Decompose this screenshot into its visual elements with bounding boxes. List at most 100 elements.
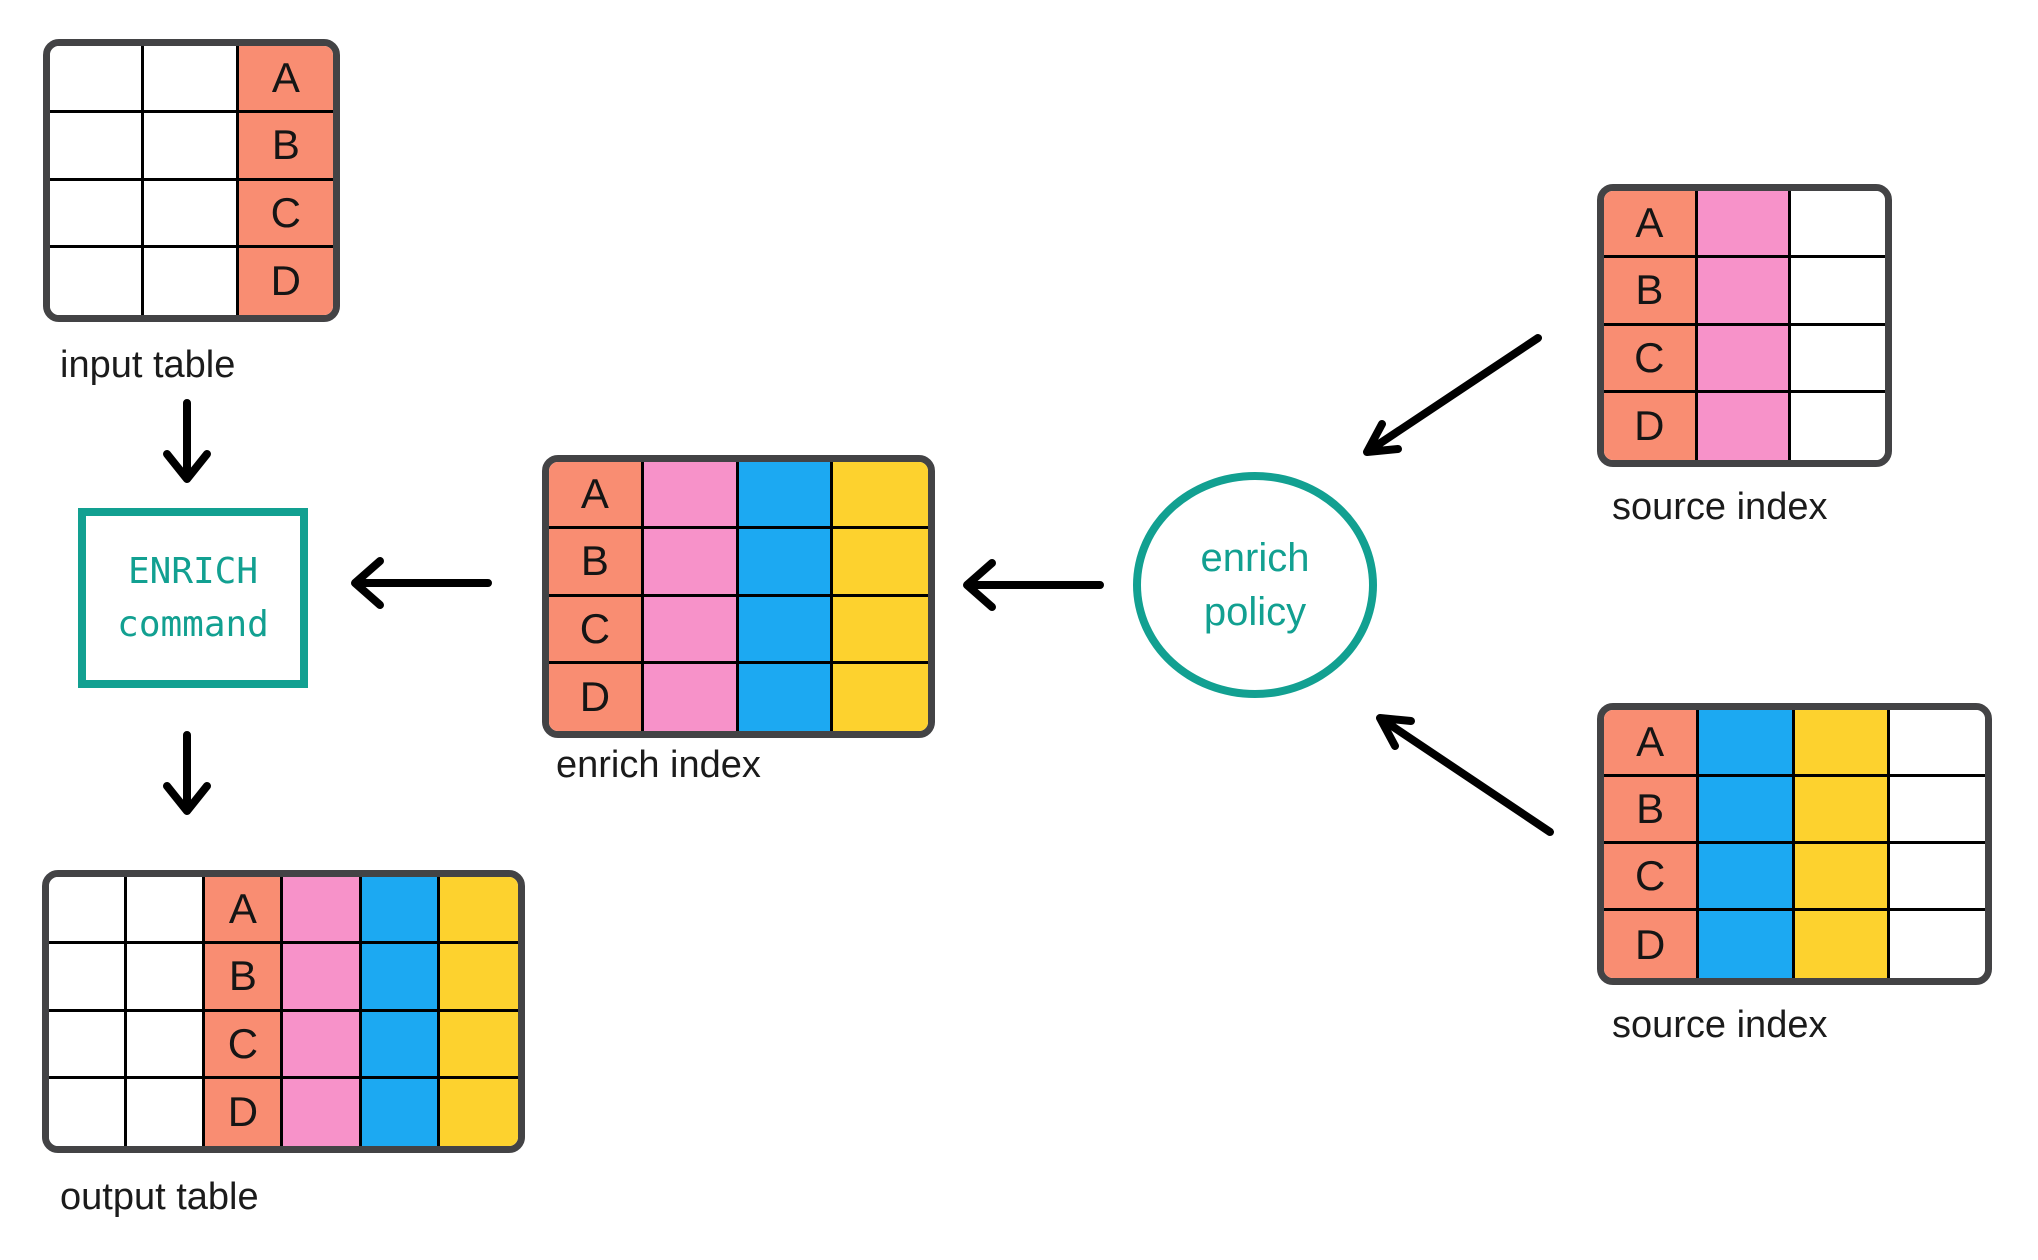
table-cell bbox=[643, 462, 739, 530]
arrow-index-to-command bbox=[351, 557, 492, 609]
table-cell-key: D bbox=[1604, 911, 1700, 978]
arrow-source-bottom-to-policy bbox=[1376, 714, 1554, 836]
table-cell-key: A bbox=[1604, 710, 1700, 777]
key-letter: C bbox=[227, 1019, 259, 1067]
table-cell bbox=[49, 1011, 128, 1079]
arrow-command-to-output bbox=[163, 731, 211, 815]
enrich-policy-line2: policy bbox=[1203, 590, 1307, 634]
table-cell bbox=[1699, 777, 1795, 844]
table-cell bbox=[283, 877, 362, 945]
table-cell bbox=[738, 529, 834, 597]
arrow-source-top-to-policy bbox=[1363, 334, 1542, 456]
arrow-policy-to-index bbox=[963, 559, 1104, 611]
table-cell bbox=[361, 944, 440, 1012]
table-cell-key: D bbox=[238, 247, 333, 315]
table-cell-key: C bbox=[238, 180, 333, 248]
table-cell bbox=[144, 113, 239, 181]
table-cell bbox=[144, 247, 239, 315]
table-cell bbox=[1791, 191, 1885, 259]
table-cell bbox=[144, 46, 239, 114]
key-letter: A bbox=[1635, 199, 1664, 247]
key-letter: A bbox=[271, 54, 300, 102]
table-cell-key: D bbox=[205, 1078, 284, 1146]
key-letter: B bbox=[228, 952, 257, 1000]
table-cell bbox=[49, 944, 128, 1012]
enrich-policy-circle: enrich policy bbox=[1133, 472, 1377, 698]
table-cell bbox=[127, 1011, 206, 1079]
table-cell bbox=[643, 663, 739, 731]
table-cell bbox=[283, 1011, 362, 1079]
key-letter: D bbox=[270, 257, 301, 305]
table-cell bbox=[738, 663, 834, 731]
table-cell bbox=[643, 596, 739, 664]
table-cell-key: B bbox=[1604, 258, 1698, 326]
table-cell bbox=[127, 1078, 206, 1146]
table-cell-key: C bbox=[1604, 325, 1698, 393]
input-table-label: input table bbox=[60, 344, 236, 386]
table-cell-key: D bbox=[549, 663, 644, 731]
source-index-top-table: A B C D bbox=[1597, 184, 1892, 467]
key-letter: A bbox=[580, 470, 609, 518]
table-cell bbox=[1697, 392, 1792, 460]
table-cell bbox=[50, 113, 145, 181]
table-cell bbox=[1889, 777, 1985, 844]
output-table-label: output table bbox=[60, 1176, 259, 1218]
table-cell bbox=[1697, 191, 1792, 259]
key-letter: D bbox=[1634, 402, 1665, 450]
table-cell bbox=[1889, 844, 1985, 911]
table-cell bbox=[439, 1011, 518, 1079]
table-cell bbox=[439, 877, 518, 945]
output-table: A B C D bbox=[42, 870, 525, 1153]
table-cell bbox=[738, 596, 834, 664]
table-cell-key: A bbox=[549, 462, 644, 530]
key-letter: C bbox=[270, 188, 301, 236]
table-cell-key: B bbox=[549, 529, 644, 597]
table-cell bbox=[50, 247, 145, 315]
table-cell-key: B bbox=[1604, 777, 1700, 844]
table-cell bbox=[1794, 710, 1890, 777]
enrich-policy-line1: enrich bbox=[1200, 536, 1310, 580]
table-cell bbox=[738, 462, 834, 530]
table-cell bbox=[1699, 710, 1795, 777]
table-cell bbox=[283, 1078, 362, 1146]
table-cell-key: C bbox=[205, 1011, 284, 1079]
table-cell-key: A bbox=[205, 877, 284, 945]
key-letter: C bbox=[1634, 333, 1665, 381]
key-letter: B bbox=[271, 121, 300, 169]
table-cell bbox=[1889, 710, 1985, 777]
source-index-top-label: source index bbox=[1612, 486, 1828, 528]
key-letter: B bbox=[580, 537, 609, 585]
table-cell bbox=[439, 1078, 518, 1146]
arrow-input-to-command bbox=[163, 399, 211, 483]
key-letter: B bbox=[1636, 785, 1665, 832]
table-cell-key: D bbox=[1604, 392, 1698, 460]
table-cell-key: C bbox=[549, 596, 644, 664]
table-cell-key: B bbox=[205, 944, 284, 1012]
key-letter: A bbox=[1636, 718, 1665, 765]
table-cell bbox=[1889, 911, 1985, 978]
table-cell bbox=[833, 462, 928, 530]
table-cell bbox=[1699, 844, 1795, 911]
enrich-command-box: ENRICH command bbox=[78, 508, 308, 688]
table-cell bbox=[1697, 258, 1792, 326]
key-letter: D bbox=[1634, 920, 1666, 968]
table-cell bbox=[833, 663, 928, 731]
table-cell bbox=[833, 596, 928, 664]
table-cell-key: A bbox=[238, 46, 333, 114]
key-letter: C bbox=[579, 604, 611, 652]
table-cell bbox=[643, 529, 739, 597]
table-cell-key: B bbox=[238, 113, 333, 181]
table-cell-key: A bbox=[1604, 191, 1698, 259]
table-cell bbox=[127, 944, 206, 1012]
table-cell bbox=[49, 1078, 128, 1146]
source-index-bottom-label: source index bbox=[1612, 1004, 1828, 1046]
table-cell bbox=[1791, 258, 1885, 326]
table-cell bbox=[361, 877, 440, 945]
table-cell bbox=[127, 877, 206, 945]
key-letter: D bbox=[227, 1088, 259, 1136]
table-cell bbox=[1699, 911, 1795, 978]
table-cell bbox=[283, 944, 362, 1012]
table-cell bbox=[1697, 325, 1792, 393]
table-cell bbox=[50, 46, 145, 114]
table-cell bbox=[1794, 777, 1890, 844]
